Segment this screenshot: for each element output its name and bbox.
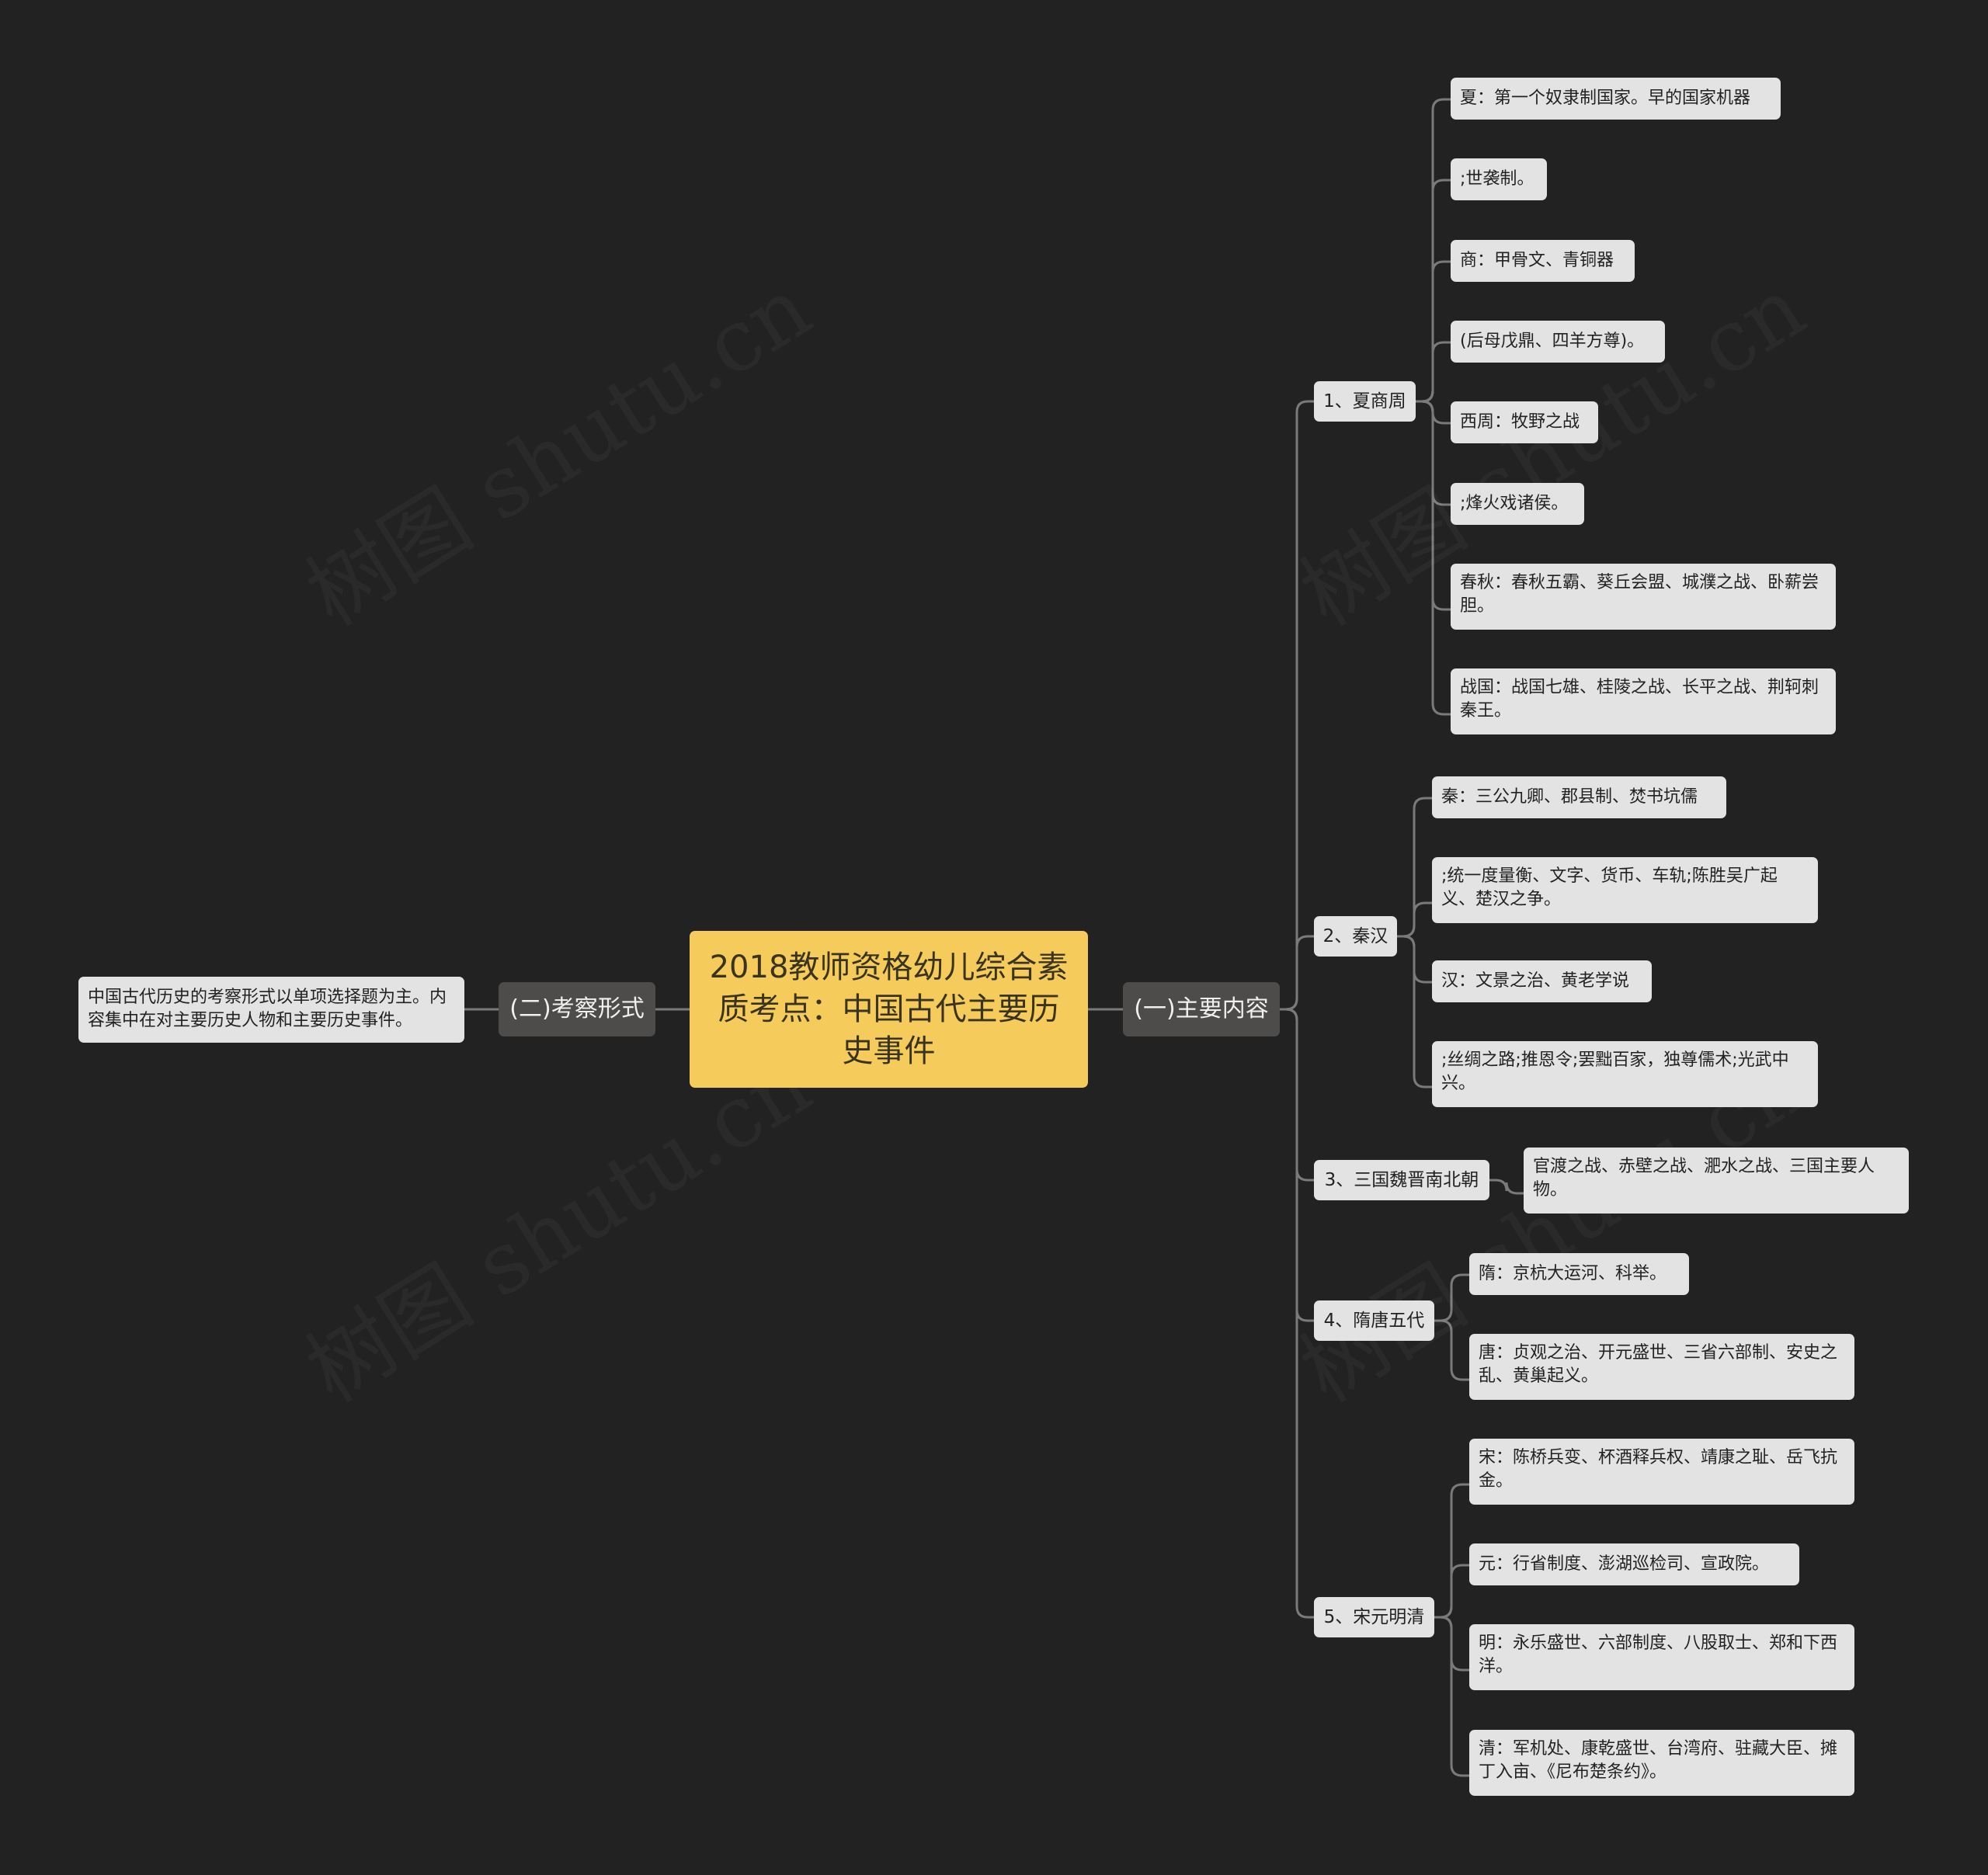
connector-leaf-4-1 [1434, 1273, 1469, 1322]
leaf-topic-3-1[interactable]: 官渡之战、赤壁之战、淝水之战、三国主要人物。 [1524, 1148, 1909, 1214]
connector-leaf-5-2 [1434, 1564, 1469, 1619]
connector-leaf-2-4 [1397, 935, 1432, 1089]
branch-main-content[interactable]: (一)主要内容 [1123, 982, 1280, 1036]
leaf-topic-5-3[interactable]: 明：永乐盛世、六部制度、八股取士、郑和下西洋。 [1469, 1624, 1854, 1690]
connector-group-2 [1280, 935, 1314, 1011]
leaf-topic-2-4[interactable]: ;丝绸之路;推恩令;罢黜百家，独尊儒术;光武中兴。 [1432, 1041, 1818, 1107]
leaf-topic-1-4[interactable]: (后母戊鼎、四羊方尊)。 [1451, 321, 1665, 363]
leaf-topic-1-5[interactable]: 西周：牧野之战 [1451, 401, 1598, 443]
connector-leaf-3-1 [1489, 1179, 1524, 1195]
leaf-topic-2-3[interactable]: 汉：文景之治、黄老学说 [1432, 960, 1652, 1002]
leaf-topic-5-2[interactable]: 元：行省制度、澎湖巡检司、宣政院。 [1469, 1543, 1799, 1585]
leaf-topic-1-8[interactable]: 战国：战国七雄、桂陵之战、长平之战、荆轲刺秦王。 [1451, 668, 1836, 734]
leaf-topic-1-6[interactable]: ;烽火戏诸侯。 [1451, 483, 1584, 525]
root-topic-text: 2018教师资格幼儿综合素质考点：中国古代主要历史事件 [709, 950, 1069, 1069]
root-topic[interactable]: 2018教师资格幼儿综合素质考点：中国古代主要历史事件 [690, 931, 1088, 1088]
connector-leaf-4-2 [1434, 1319, 1469, 1381]
branch-exam-format[interactable]: (二)考察形式 [499, 982, 655, 1036]
connector-leaf-5-4 [1434, 1616, 1469, 1777]
connector-leaf-1-4 [1416, 341, 1451, 403]
leaf-topic-1-3[interactable]: 商：甲骨文、青铜器 [1451, 240, 1635, 282]
leaf-topic-4-1[interactable]: 隋：京杭大运河、科举。 [1469, 1253, 1689, 1295]
sub-topic-4[interactable]: 4、隋唐五代 [1314, 1300, 1434, 1341]
sub-topic-2[interactable]: 2、秦汉 [1314, 916, 1397, 957]
leaf-topic-5-1[interactable]: 宋：陈桥兵变、杯酒释兵权、靖康之耻、岳飞抗金。 [1469, 1439, 1854, 1505]
leaf-topic-4-2[interactable]: 唐：贞观之治、开元盛世、三省六部制、安史之乱、黄巢起义。 [1469, 1334, 1854, 1400]
connector-leaf-2-2 [1397, 901, 1432, 938]
sub-topic-3[interactable]: 3、三国魏晋南北朝 [1314, 1160, 1489, 1200]
leaf-topic-2-1[interactable]: 秦：三公九卿、郡县制、焚书坑儒 [1432, 776, 1726, 818]
connector-group-1 [1280, 400, 1314, 1011]
sub-topic-1[interactable]: 1、夏商周 [1314, 381, 1416, 422]
leaf-topic-1-1[interactable]: 夏：第一个奴隶制国家。早的国家机器 [1451, 78, 1781, 120]
leaf-exam-format-desc[interactable]: 中国古代历史的考察形式以单项选择题为主。内容集中在对主要历史人物和主要历史事件。 [78, 977, 464, 1043]
leaf-topic-5-4[interactable]: 清：军机处、康乾盛世、台湾府、驻藏大臣、摊丁入亩、《尼布楚条约》。 [1469, 1730, 1854, 1796]
leaf-topic-2-2[interactable]: ;统一度量衡、文字、货币、车轨;陈胜吴广起义、楚汉之争。 [1432, 857, 1818, 923]
connector-leaf-1-8 [1416, 400, 1451, 716]
leaf-topic-1-7[interactable]: 春秋：春秋五霸、葵丘会盟、城濮之战、卧薪尝胆。 [1451, 564, 1836, 630]
sub-topic-5[interactable]: 5、宋元明清 [1314, 1597, 1434, 1637]
leaf-topic-1-2[interactable]: ;世袭制。 [1451, 158, 1547, 200]
connector-group-5 [1280, 1008, 1314, 1619]
